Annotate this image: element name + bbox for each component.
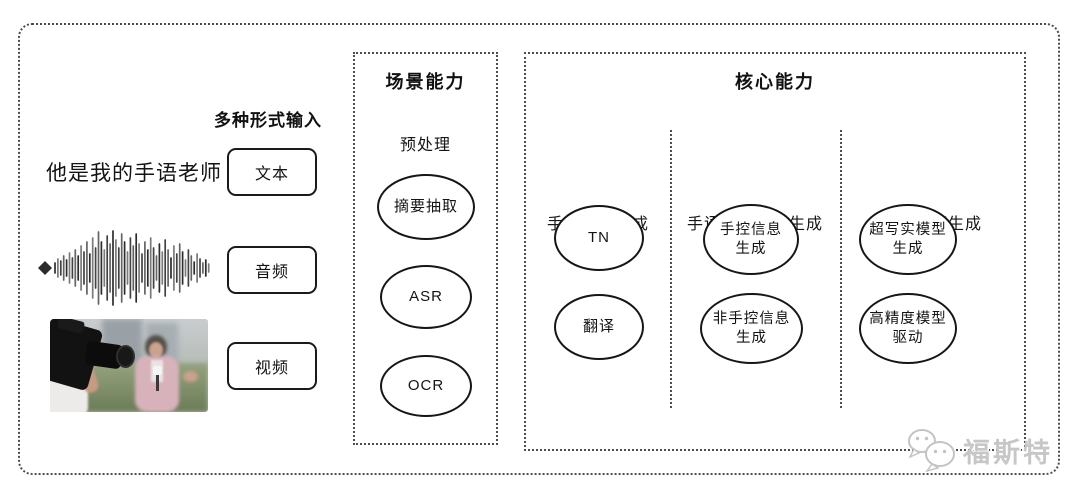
node-manual-info-generation: 手控信息 生成 — [703, 204, 799, 275]
input-section-heading: 多种形式输入 — [214, 111, 322, 130]
outer-dotted-border — [18, 23, 1060, 475]
input-type-video-box: 视频 — [227, 342, 317, 390]
node-non-manual-info-generation: 非手控信息 生成 — [700, 293, 803, 364]
scene-box-title: 场景能力 — [385, 72, 466, 92]
input-type-audio-box: 音频 — [227, 246, 317, 294]
watermark: 福斯特 — [905, 427, 1053, 473]
core-box-title: 核心能力 — [735, 72, 815, 92]
scene-capability-box: 场景能力 预处理 摘要抽取 ASR OCR — [353, 52, 498, 445]
node-asr: ASR — [380, 265, 472, 329]
node-translation: 翻译 — [554, 294, 644, 360]
input-type-text-box: 文本 — [227, 148, 317, 196]
wechat-icon — [908, 429, 955, 473]
watermark-text: 福斯特 — [963, 437, 1053, 468]
photo-microphone-handle — [156, 375, 159, 391]
photo-reporter-hand — [183, 371, 198, 382]
photo-camera-lens-front — [116, 345, 135, 368]
input-type-audio-label: 音频 — [254, 264, 289, 281]
input-type-text-label: 文本 — [254, 166, 289, 183]
photo-reporter-face — [149, 342, 163, 358]
audio-waveform-icon — [38, 230, 210, 306]
node-hyperrealistic-model-generation: 超写实模型 生成 — [859, 204, 957, 275]
node-ocr: OCR — [380, 355, 472, 417]
video-frame-image — [50, 319, 208, 412]
photo-microphone — [153, 366, 162, 375]
column-divider — [670, 130, 672, 408]
core-capability-box: 核心能力 手语文本生成 手语要素序列生成 手语视频生成 TN 翻译 手控信息 生… — [524, 52, 1026, 451]
input-type-video-label: 视频 — [254, 360, 289, 377]
node-tn: TN — [554, 205, 644, 271]
column-divider — [840, 130, 842, 408]
preprocess-label: 预处理 — [399, 137, 451, 154]
node-summary-extraction: 摘要抽取 — [377, 174, 475, 240]
node-high-precision-model-driving: 高精度模型 驱动 — [859, 293, 957, 364]
sample-sentence-text: 他是我的手语老师 — [46, 162, 222, 185]
